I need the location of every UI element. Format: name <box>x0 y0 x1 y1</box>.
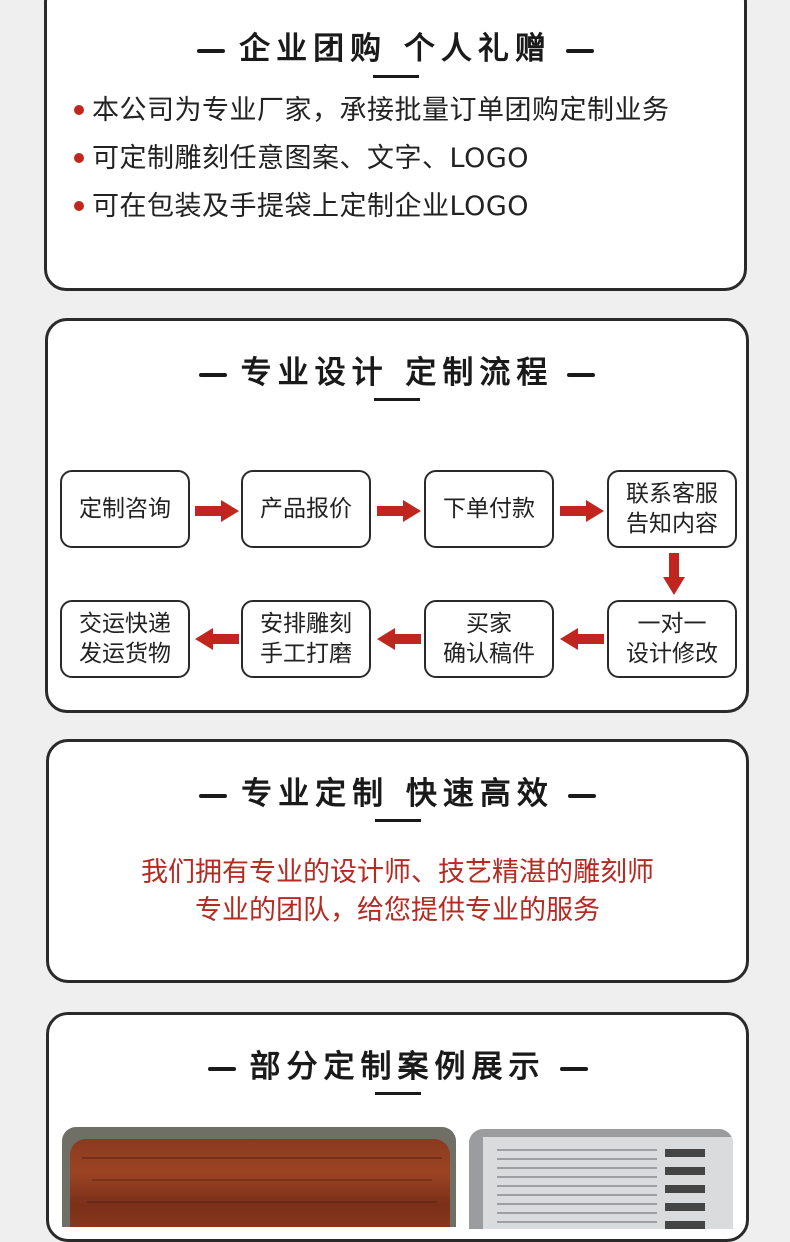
title-underline <box>374 1092 421 1095</box>
process-step: 买家确认稿件 <box>424 600 554 678</box>
section-title-text: 部分定制案例展示 <box>249 1049 546 1085</box>
step-label: 手工打磨 <box>260 641 352 667</box>
arrow-down-icon <box>663 553 685 595</box>
section-title-text: 企业团购 个人礼赠 <box>239 31 552 67</box>
step-label: 交运快递 <box>79 611 171 637</box>
case-photo-wood-board <box>62 1127 456 1227</box>
title-dash <box>197 48 226 53</box>
list-item-text: 可定制雕刻任意图案、文字、LOGO <box>92 143 530 174</box>
step-label: 告知内容 <box>626 511 718 537</box>
wood-grain-image <box>92 1179 432 1181</box>
title-dash <box>198 372 227 377</box>
process-step: 定制咨询 <box>60 470 190 548</box>
step-label: 安排雕刻 <box>260 611 352 637</box>
wood-board-image <box>70 1139 450 1227</box>
step-label: 联系客服 <box>626 481 718 507</box>
arrow-left-icon <box>377 628 421 650</box>
step-label: 买家 <box>466 611 512 637</box>
step-label: 产品报价 <box>260 496 352 522</box>
step-label: 定制咨询 <box>79 496 171 522</box>
section-title-text: 专业定制 快速高效 <box>241 776 554 812</box>
title-underline <box>374 398 420 401</box>
arrow-left-icon <box>560 628 604 650</box>
section-title: 企业团购 个人礼赠 <box>47 23 744 68</box>
cases-card: 部分定制案例展示 <box>46 1012 749 1242</box>
list-item-text: 本公司为专业厂家，承接批量订单团购定制业务 <box>92 95 670 126</box>
process-step: 一对一设计修改 <box>607 600 737 678</box>
description-line: 我们拥有专业的设计师、技艺精湛的雕刻师 <box>141 857 654 888</box>
title-underline <box>372 75 419 78</box>
group-buy-card: 企业团购 个人礼赠 本公司为专业厂家，承接批量订单团购定制业务 可定制雕刻任意图… <box>44 0 747 291</box>
description-line: 专业的团队，给您提供专业的服务 <box>195 895 600 926</box>
title-dash <box>559 1066 588 1071</box>
case-photo-engraved-plate <box>469 1129 733 1229</box>
step-label: 确认稿件 <box>443 641 535 667</box>
engraved-text-image <box>665 1149 705 1229</box>
process-step: 下单付款 <box>424 470 554 548</box>
section-title: 专业设计 定制流程 <box>48 347 746 392</box>
section-title-text: 专业设计 定制流程 <box>240 355 554 391</box>
list-item-text: 可在包装及手提袋上定制企业LOGO <box>92 191 530 222</box>
service-card: 专业定制 快速高效 我们拥有专业的设计师、技艺精湛的雕刻师 专业的团队，给您提供… <box>46 739 749 983</box>
title-dash <box>567 793 596 798</box>
title-dash <box>199 793 228 798</box>
process-step: 安排雕刻手工打磨 <box>241 600 371 678</box>
bullet-dot-icon <box>74 152 84 163</box>
list-item: 可在包装及手提袋上定制企业LOGO <box>74 183 670 231</box>
list-item: 可定制雕刻任意图案、文字、LOGO <box>74 135 670 183</box>
step-label: 发运货物 <box>79 641 171 667</box>
process-card: 专业设计 定制流程 定制咨询 产品报价 下单付款 联系客服告知内容 一对一设计修… <box>45 318 749 713</box>
title-dash <box>567 372 596 377</box>
wood-grain-image <box>82 1157 442 1159</box>
step-label: 设计修改 <box>626 641 718 667</box>
feature-list: 本公司为专业厂家，承接批量订单团购定制业务 可定制雕刻任意图案、文字、LOGO … <box>74 87 670 231</box>
process-step: 产品报价 <box>241 470 371 548</box>
arrow-left-icon <box>195 628 239 650</box>
arrow-right-icon <box>560 500 604 522</box>
service-description: 我们拥有专业的设计师、技艺精湛的雕刻师 专业的团队，给您提供专业的服务 <box>49 854 746 930</box>
list-item: 本公司为专业厂家，承接批量订单团购定制业务 <box>74 87 670 135</box>
bullet-dot-icon <box>74 104 84 115</box>
engraved-text-image <box>497 1149 657 1229</box>
title-underline <box>374 819 421 822</box>
process-step: 交运快递发运货物 <box>60 600 190 678</box>
step-label: 一对一 <box>637 611 707 637</box>
wood-grain-image <box>87 1201 437 1203</box>
arrow-right-icon <box>377 500 421 522</box>
section-title: 专业定制 快速高效 <box>49 768 746 813</box>
step-label: 下单付款 <box>443 496 535 522</box>
title-dash <box>565 48 594 53</box>
section-title: 部分定制案例展示 <box>49 1041 746 1086</box>
bullet-dot-icon <box>74 200 84 211</box>
process-step: 联系客服告知内容 <box>607 470 737 548</box>
title-dash <box>207 1066 236 1071</box>
arrow-right-icon <box>195 500 239 522</box>
